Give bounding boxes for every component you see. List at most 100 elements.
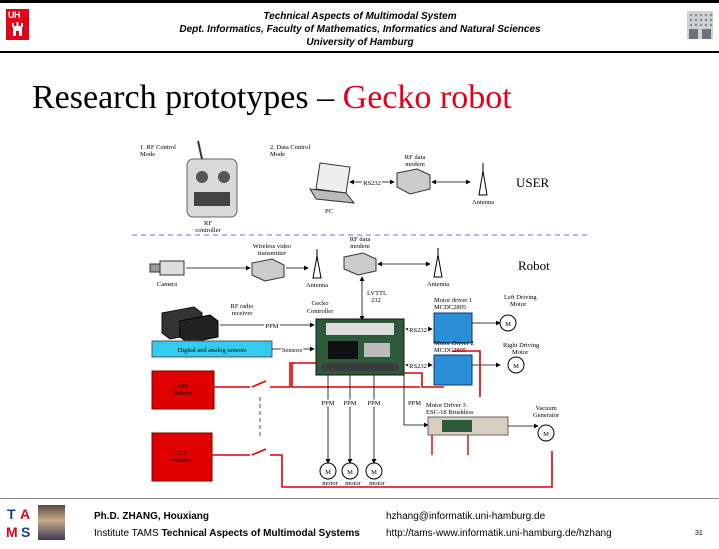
page-number: 31 (695, 530, 703, 537)
footer-rule (0, 498, 719, 499)
rf-data-modem-user-label-1: RF data (405, 154, 426, 161)
motor-driver-1-icon (433, 312, 473, 344)
right-motor-icon (507, 356, 525, 374)
rs232-user-label: RS232 (363, 180, 381, 187)
left-motor-icon (499, 314, 517, 332)
footer-institute: Institute TAMS Technical Aspects of Mult… (94, 528, 360, 539)
left-motor-symbol: M (505, 321, 511, 328)
motor-driver-3-label-2: ESC-18 Brushless (426, 409, 474, 416)
vacuum-generator-symbol: M (543, 431, 549, 438)
svg-text:M: M (6, 524, 18, 540)
svg-text:A: A (20, 506, 30, 522)
data-control-mode-label-1: 2. Data Control (270, 144, 310, 151)
rf-radio-receiver-icon (161, 306, 219, 344)
lvttl-label-1: LVTTL (367, 290, 387, 297)
left-motor-label-2: Motor (510, 301, 527, 308)
ppm-in-label: PPM (265, 323, 278, 330)
motor-driver-3-icon (427, 416, 509, 455)
antenna-robot-2-icon (433, 248, 443, 278)
header-line-3: University of Hamburg (306, 37, 414, 48)
rf-controller-icon (186, 140, 238, 218)
ppm-label-4: PPM (408, 400, 421, 407)
rf-control-mode-label-2: Mode (140, 151, 155, 158)
antenna-robot-1-label: Antenna (306, 282, 328, 289)
rs232-md1-label: RS232 (409, 327, 427, 334)
right-motor-label-2: Motor (512, 349, 529, 356)
motor-driver-1-label-1: Motor driver 1 (434, 297, 472, 304)
battery-11v-label-1: 11V (177, 450, 188, 457)
power-wires (212, 350, 553, 488)
tams-logo-icon: T A M S (6, 506, 30, 540)
right-motor-symbol: M (513, 363, 519, 370)
gecko-controller-board-icon (315, 318, 405, 376)
footer-institute-prefix: Institute TAMS (94, 528, 162, 539)
ppm-label-1: PPM (321, 400, 334, 407)
header: Technical Aspects of Multimodal System D… (60, 10, 660, 49)
rc-motor-3-symbol: M (371, 469, 377, 476)
ppm-label-3: PPM (367, 400, 380, 407)
author-photo (38, 505, 65, 540)
gecko-controller-label-1: Gecko (312, 300, 329, 307)
header-line-1: Technical Aspects of Multimodal System (263, 11, 457, 22)
svg-text:T: T (7, 506, 16, 522)
rc-motor-1-symbol: M (325, 469, 331, 476)
rf-data-modem-robot-label-2: modem (350, 243, 370, 250)
title-accent: Gecko robot (342, 79, 512, 116)
rc-motor-2-symbol: M (347, 469, 353, 476)
vacuum-generator-icon (537, 424, 555, 442)
lvttl-label-2: 232 (371, 297, 381, 304)
ppm-lines (325, 375, 429, 464)
svg-text:S: S (21, 524, 30, 540)
camera-icon (149, 260, 185, 276)
rf-data-modem-robot-icon (343, 252, 377, 276)
top-rule (0, 0, 719, 3)
wireless-video-label-1: Wireless video (253, 243, 292, 250)
rs232-md2-label: RS232 (409, 363, 427, 370)
battery-11v-icon (151, 432, 213, 482)
footer-author-name: Ph.D. ZHANG, Houxiang (94, 511, 209, 522)
system-diagram: 1. RF Control Mode RF controller 2. Data… (132, 137, 590, 493)
data-control-mode-label-2: Mode (270, 151, 285, 158)
rf-data-modem-user-icon (396, 168, 431, 195)
rf-controller-label-1: RF (204, 220, 212, 227)
pc-label: PC (325, 208, 333, 215)
motor-driver-2-label-1: Motor Driver 2 (434, 340, 474, 347)
left-motor-label-1: Left Driving (504, 294, 537, 301)
university-logo: UH (6, 9, 29, 40)
rc-motor-1-icon (319, 462, 337, 480)
antenna-robot-1-icon (312, 249, 322, 279)
battery-11v-label-2: Battery (172, 457, 192, 464)
header-line-2: Dept. Informatics, Faculty of Mathematic… (179, 24, 541, 35)
castle-icon (12, 22, 23, 36)
rf-radio-receiver-label-2: receiver (232, 310, 254, 317)
battery-24v-label-1: 24V (177, 383, 189, 390)
motor-driver-2-icon (433, 354, 473, 386)
gecko-controller-label-2: Controller (307, 308, 335, 315)
motor-driver-1-label-2: MCDC2805 (434, 304, 466, 311)
battery-24v-icon (151, 370, 215, 410)
motor-driver-2-label-2: MCDC2805 (434, 347, 466, 354)
camera-label: Camera (157, 281, 177, 288)
user-section-label: USER (516, 175, 550, 190)
vacuum-generator-label-1: Vacuum (535, 405, 556, 412)
rc-motor-3-icon (365, 462, 383, 480)
rf-data-modem-robot-label-1: RF data (350, 236, 371, 243)
rc-motor-1-label: motor (322, 480, 338, 487)
vacuum-generator-label-2: Generator (533, 412, 560, 419)
rf-data-modem-user-label-2: modem (405, 161, 425, 168)
motor-driver-3-label-1: Motor Driver 3 (426, 402, 466, 409)
slide-title: Research prototypes – Gecko robot (32, 79, 512, 117)
title-main: Research prototypes – (32, 79, 343, 116)
footer-url[interactable]: http://tams-www.informatik.uni-hamburg.d… (386, 528, 612, 539)
rc-motor-2-icon (341, 462, 359, 480)
robot-section-label: Robot (518, 258, 550, 273)
wireless-video-label-2: transmitter (258, 250, 287, 257)
battery-24v-label-2: Battery (173, 390, 193, 397)
footer-email[interactable]: hzhang@informatik.uni-hamburg.de (386, 511, 546, 522)
antenna-user-label: Antenna (472, 199, 494, 206)
footer-institute-bold: Technical Aspects of Multimodal Systems (161, 528, 360, 539)
header-rule (0, 51, 719, 53)
rc-motor-2-label: motor (345, 480, 361, 487)
rf-control-mode-label-1: 1. RF Control (140, 144, 176, 151)
rc-motors (319, 462, 383, 480)
